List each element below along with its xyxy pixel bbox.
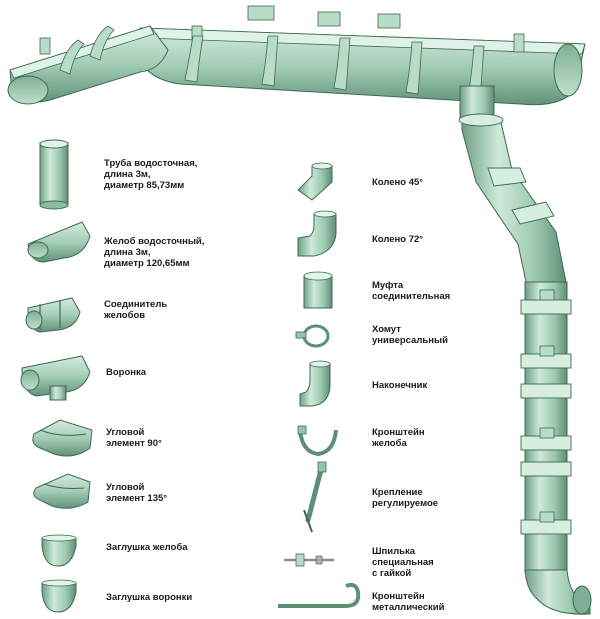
funnel-icon xyxy=(20,355,91,401)
label-clamp: Хомут универсальный xyxy=(372,324,448,346)
elbow-45-icon xyxy=(297,162,333,201)
gutter-cap-icon xyxy=(41,534,77,567)
label-elbow72: Колено 72° xyxy=(372,234,424,245)
downpipe-icon xyxy=(39,139,69,210)
outlet-icon xyxy=(299,360,331,407)
elbow-72-icon xyxy=(297,210,337,257)
adjustable-mount-icon xyxy=(303,461,327,533)
assembled-downpipe xyxy=(458,113,592,615)
funnel-cap-icon xyxy=(41,579,77,613)
label-corner90: Угловой элемент 90° xyxy=(106,427,162,449)
label-funnel: Воронка xyxy=(106,367,147,378)
corner-135-icon xyxy=(33,473,91,509)
label-coupling: Муфта соединительная xyxy=(372,280,451,302)
label-connector: Соединитель желобов xyxy=(104,299,168,321)
metal-bracket-icon xyxy=(278,582,361,608)
clamp-icon xyxy=(295,324,330,348)
label-elbow45: Колено 45° xyxy=(372,177,424,188)
gutter-bracket-icon xyxy=(297,425,338,457)
gutter-connector-icon xyxy=(25,297,81,333)
label-bracket: Кронштейн желоба xyxy=(372,427,425,449)
stud-nut-icon xyxy=(284,553,334,567)
label-adj-mount: Крепление регулируемое xyxy=(372,487,439,509)
label-outlet: Наконечник xyxy=(372,380,428,391)
corner-90-icon xyxy=(32,419,93,457)
label-funnel-cap: Заглушка воронки xyxy=(106,592,193,603)
label-pipe: Труба водосточная, длина 3м, диаметр 85,… xyxy=(104,158,198,191)
gutter-icon xyxy=(27,221,91,263)
label-corner135: Угловой элемент 135° xyxy=(106,482,168,504)
label-metal-bracket: Кронштейн металлический xyxy=(372,591,445,613)
label-gutter: Желоб водосточный, длина 3м, диаметр 120… xyxy=(104,236,205,269)
label-stud: Шпилька специальная с гайкой xyxy=(372,546,434,579)
coupling-icon xyxy=(303,271,333,309)
assembled-gutter xyxy=(7,5,586,121)
label-gutter-cap: Заглушка желоба xyxy=(106,542,188,553)
